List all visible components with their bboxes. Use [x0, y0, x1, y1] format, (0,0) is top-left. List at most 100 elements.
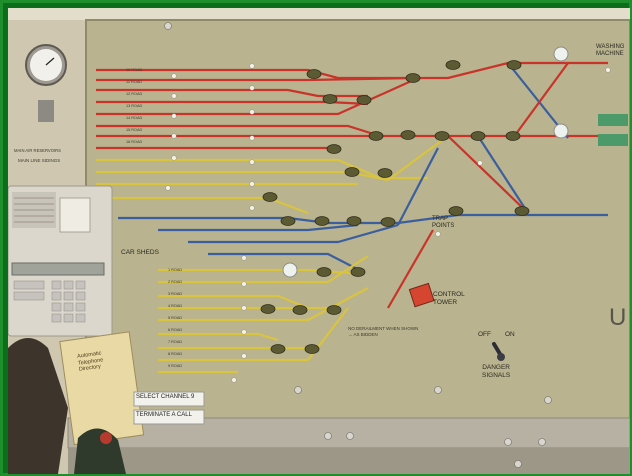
point-switch[interactable] [434, 131, 450, 141]
crossover-b [512, 62, 569, 139]
road-label: 14 ROAD [126, 116, 143, 120]
signal-lamp [553, 123, 569, 139]
lever-base [497, 353, 505, 361]
green-box [598, 114, 628, 126]
select-channel-card [133, 391, 205, 407]
signal-lamps [282, 46, 569, 278]
track-15 [188, 223, 399, 244]
point-switch[interactable] [280, 216, 296, 226]
phone-display [11, 262, 105, 276]
road-label: 6 ROAD [168, 328, 183, 332]
point-switch[interactable] [270, 344, 286, 354]
road-2 [158, 255, 369, 284]
control-tower-label: CONTROL TOWER [433, 291, 465, 306]
point-switch[interactable] [350, 267, 366, 277]
point-switch[interactable] [306, 69, 322, 79]
road-label: 13 ROAD [126, 104, 143, 108]
signal-panel-photo: MAIN AIR RESERVOIRS [8, 8, 630, 474]
track-3 [96, 88, 368, 98]
road-label: 5 ROAD [168, 316, 183, 320]
main-air-label: MAIN AIR RESERVOIRS [14, 148, 61, 153]
washing-machine-label: WASHING MACHINE [596, 44, 625, 57]
indicator-dots [165, 63, 611, 383]
road-labels: 1 ROAD 2 ROAD 3 ROAD 4 ROAD 5 ROAD 6 ROA… [168, 264, 208, 372]
car-sheds-label: CAR SHEDS [121, 249, 159, 256]
road-label: 3 ROAD [168, 292, 183, 296]
track-14 [158, 223, 359, 232]
point-switch[interactable] [292, 305, 308, 315]
danger-signals-label: DANGER SIGNALS [482, 364, 511, 379]
point-switch[interactable] [380, 217, 396, 227]
road-8 [158, 307, 349, 362]
point-switches[interactable] [260, 60, 530, 354]
point-switch[interactable] [514, 206, 530, 216]
terminate-call-card [133, 409, 205, 425]
road-label: 9 ROAD [168, 364, 183, 368]
point-switch[interactable] [344, 167, 360, 177]
point-switch[interactable] [304, 344, 320, 354]
point-switch[interactable] [506, 60, 522, 70]
road-label: 16 ROAD [126, 140, 143, 144]
road-5 [158, 287, 369, 322]
track-lines [96, 61, 608, 374]
signal-lamp [282, 262, 298, 278]
track-13 [118, 213, 608, 225]
road-label: 11 ROAD [126, 80, 142, 84]
point-switch[interactable] [445, 60, 461, 70]
road-label: 8 ROAD [168, 352, 183, 356]
pressure-gauge [25, 44, 67, 86]
track-6 [96, 124, 381, 138]
diverge-d [477, 135, 529, 214]
road-label: 10 ROAD [126, 68, 143, 72]
terminate-call-text: TERMINATE A CALL [136, 412, 192, 418]
panel-screws [164, 22, 552, 468]
road-label: 7 ROAD [168, 340, 183, 344]
track-2 [96, 76, 414, 82]
top-edge [8, 8, 630, 20]
yellow-join [387, 135, 449, 181]
control-tower-symbol [408, 282, 435, 308]
off-label: OFF [478, 331, 491, 338]
danger-signals-lever[interactable] [492, 342, 502, 356]
panel-scene: MAIN AIR RESERVOIRS [8, 8, 630, 474]
note-label: NO DERAILMENT WHEN SHOWN → AS BIDDEN [348, 326, 419, 337]
edge-letter: U [609, 304, 627, 331]
road-6 [158, 332, 279, 342]
panel-text-left: MAIN LINE SIDINGS [18, 158, 61, 163]
lower-plate [68, 448, 630, 474]
intercom-unit [8, 185, 113, 337]
point-switch[interactable] [322, 94, 338, 104]
point-switch[interactable] [505, 131, 521, 141]
signal-lamp [553, 46, 569, 62]
point-switch[interactable] [405, 73, 421, 83]
road-label: 4 ROAD [168, 304, 183, 308]
toggle-switch[interactable] [38, 100, 54, 122]
road-label: 12 ROAD [126, 92, 143, 96]
road-labels-upper: 10 ROAD 11 ROAD 12 ROAD 13 ROAD 14 ROAD … [126, 64, 166, 148]
point-switch[interactable] [346, 216, 362, 226]
point-switch[interactable] [400, 130, 416, 140]
point-switch[interactable] [377, 168, 393, 178]
road-label: 15 ROAD [126, 128, 143, 132]
diverge-c [447, 135, 529, 214]
point-switch[interactable] [326, 144, 342, 154]
point-switch[interactable] [316, 267, 332, 277]
select-channel-text: SELECT CHANNEL 9 [136, 394, 195, 400]
point-switch[interactable] [448, 206, 464, 216]
on-label: ON [505, 331, 515, 338]
point-switch[interactable] [262, 192, 278, 202]
point-switch[interactable] [356, 95, 372, 105]
road-3 [158, 294, 309, 310]
point-switch[interactable] [470, 131, 486, 141]
directory-title: Automatic Telephone Directory [76, 350, 104, 373]
road-label: 1 ROAD [168, 268, 183, 272]
directory-card [59, 331, 145, 446]
point-switch[interactable] [326, 305, 342, 315]
track-9 [96, 158, 428, 180]
blue-join [397, 147, 439, 226]
point-switch[interactable] [260, 304, 276, 314]
foreground-object [8, 338, 68, 474]
point-switch[interactable] [314, 216, 330, 226]
point-switch[interactable] [368, 131, 384, 141]
